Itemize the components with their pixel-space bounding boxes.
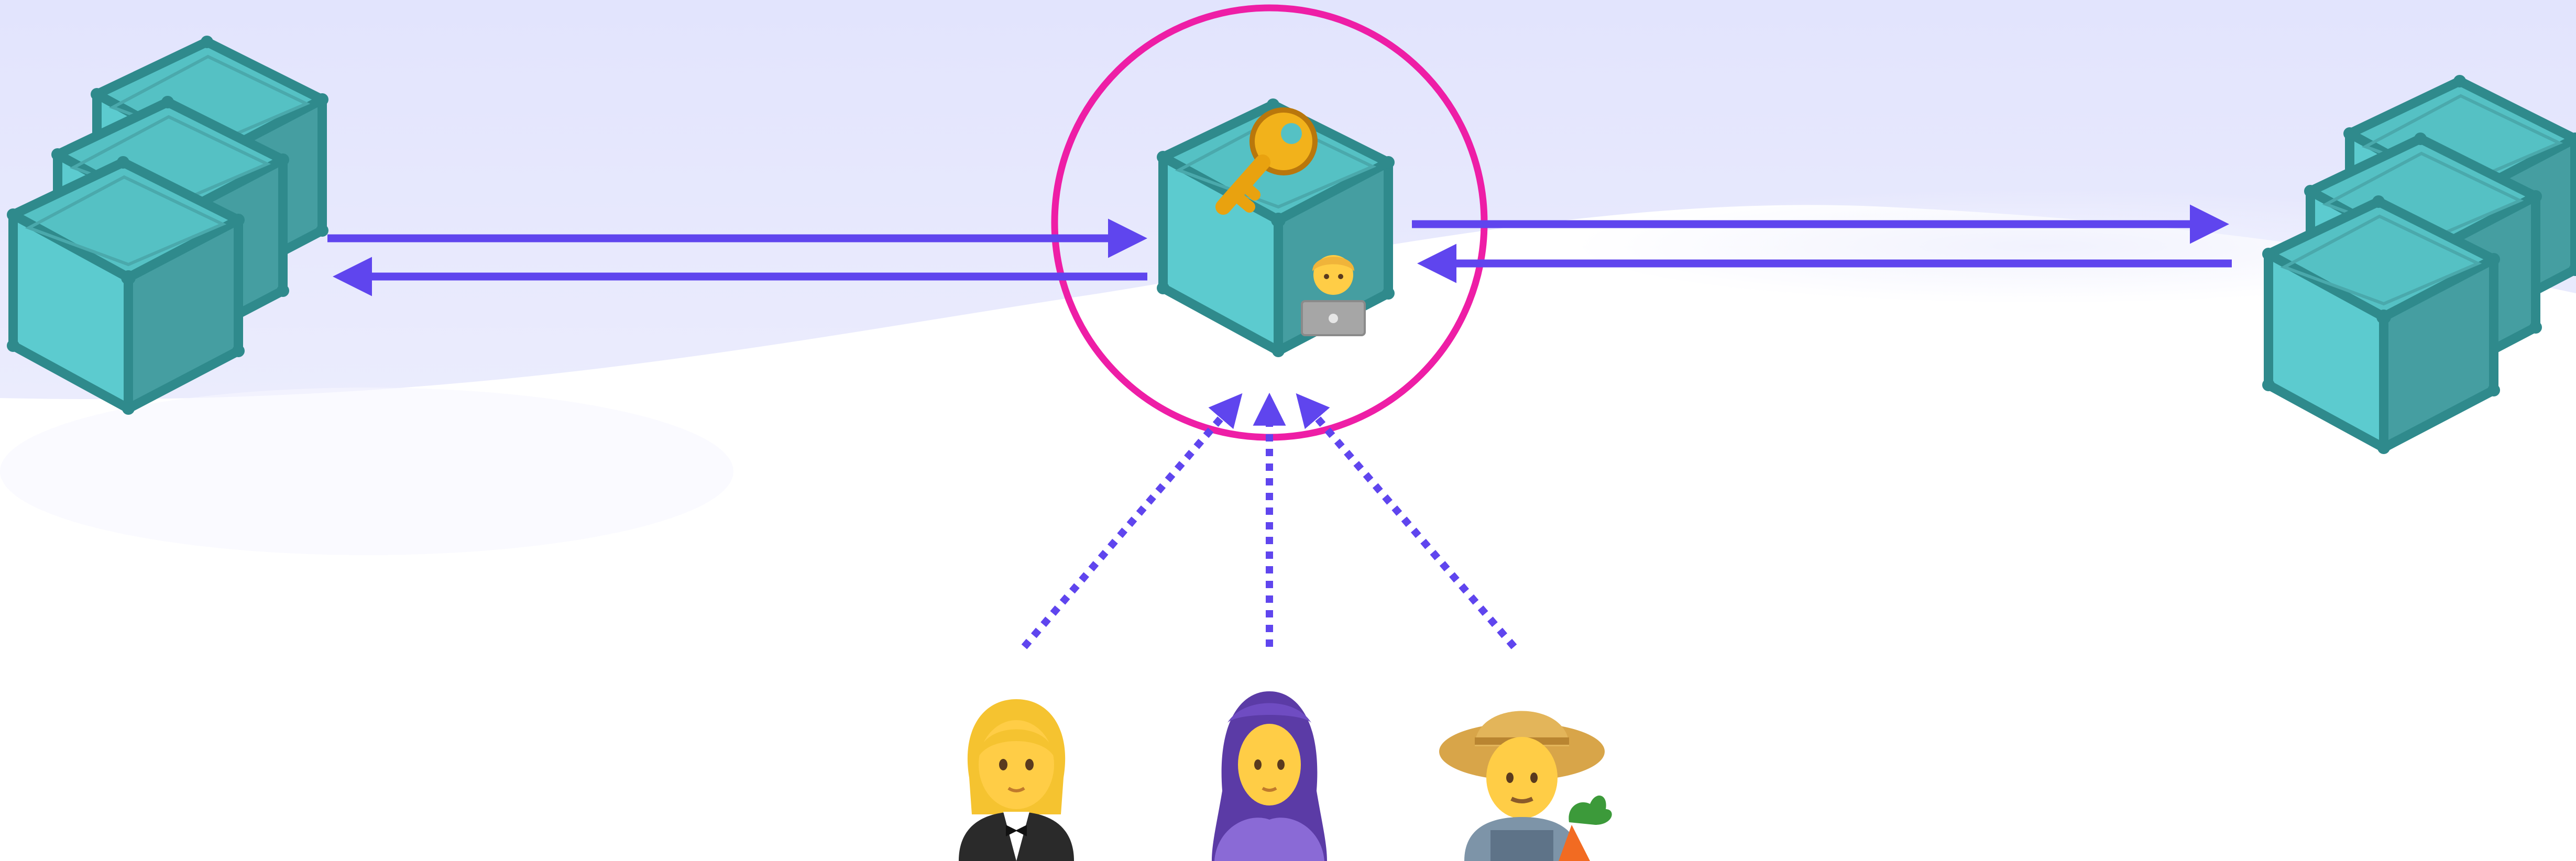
woman-in-tuxedo-icon bbox=[959, 699, 1074, 861]
farmer-icon bbox=[1439, 711, 1612, 861]
center-node bbox=[1157, 98, 1395, 357]
cloud-wisp bbox=[0, 388, 733, 555]
key-icon bbox=[1215, 107, 1318, 215]
woman-with-headscarf-icon bbox=[1212, 691, 1327, 861]
technologist-icon bbox=[1301, 255, 1366, 336]
dotted-arrow-user-3 bbox=[1296, 393, 1517, 649]
dotted-arrow-user-1 bbox=[1021, 393, 1243, 649]
